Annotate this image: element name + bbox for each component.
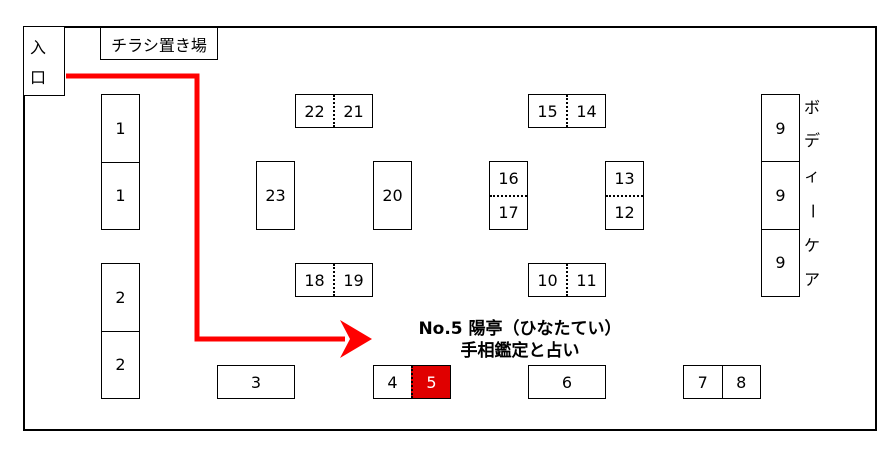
booth-18-19: 18 19 [295, 263, 373, 297]
entrance-box: 入 口 [23, 26, 65, 96]
route-arrowhead [340, 320, 372, 358]
booth-15-14: 15 14 [528, 94, 606, 128]
booth-5-highlighted: 5 [411, 366, 450, 398]
booth-1-top: 1 [115, 118, 126, 138]
booth-2-top: 2 [115, 287, 126, 307]
body-care-char-3: ィ [804, 166, 821, 185]
booth-9-top: 9 [775, 118, 786, 138]
callout-title: No.5 陽亭（ひなたてい） [418, 319, 622, 339]
booth-4-5: 4 5 [373, 365, 451, 399]
venue-floor [23, 26, 877, 431]
entrance-label-2: 口 [30, 68, 47, 87]
callout-subtitle: 手相鑑定と占い [460, 341, 580, 361]
body-care-char-2: デ [804, 131, 821, 150]
route-path [66, 73, 345, 342]
booth-15: 15 [537, 101, 558, 121]
booth-1-group: 1 1 [101, 94, 140, 230]
booth-18: 18 [304, 270, 325, 290]
booth-20: 20 [373, 161, 412, 230]
booth-19: 19 [333, 264, 372, 296]
booth-22: 22 [304, 101, 325, 121]
booth-13: 13 [614, 168, 635, 188]
booth-5-callout: No.5 陽亭（ひなたてい） 手相鑑定と占い [400, 318, 640, 362]
booth-2-bottom: 2 [102, 330, 139, 399]
body-care-char-5: ケ [804, 236, 821, 255]
booth-13-12: 13 12 [605, 161, 644, 230]
booth-12: 12 [606, 194, 643, 230]
booth-6: 6 [528, 365, 606, 399]
booth-10: 10 [537, 270, 558, 290]
booth-23: 23 [256, 161, 295, 230]
booth-9-middle: 9 [762, 161, 799, 228]
booth-7-8: 7 8 [683, 365, 761, 399]
body-care-char-6: ア [804, 270, 821, 289]
flyer-area-label: チラシ置き場 [111, 35, 207, 55]
booth-14: 14 [566, 95, 605, 127]
booth-22-21: 22 21 [295, 94, 373, 128]
booth-17: 17 [490, 194, 527, 230]
booth-2-group: 2 2 [101, 263, 140, 399]
booth-4: 4 [387, 372, 398, 392]
booth-16: 16 [498, 168, 519, 188]
booth-16-17: 16 17 [489, 161, 528, 230]
entrance-label-1: 入 [30, 38, 47, 57]
booth-10-11: 10 11 [528, 263, 606, 297]
booth-9-group: 9 9 9 [761, 94, 800, 297]
booth-11: 11 [566, 264, 605, 296]
flyer-area: チラシ置き場 [100, 27, 218, 60]
body-care-char-1: ボ [804, 98, 821, 117]
booth-21: 21 [333, 95, 372, 127]
booth-8: 8 [721, 366, 761, 398]
booth-7: 7 [697, 372, 708, 392]
booth-9-bottom: 9 [762, 228, 799, 296]
booth-3: 3 [217, 365, 295, 399]
booth-1-bottom: 1 [102, 161, 139, 230]
